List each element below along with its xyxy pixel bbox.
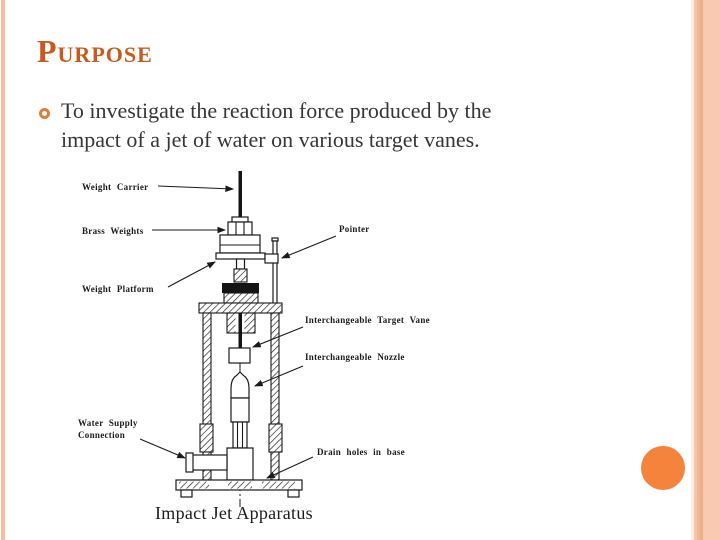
target-vane <box>228 347 251 364</box>
leader-nozzle <box>253 365 304 387</box>
base-plate <box>175 479 303 498</box>
label-water-supply-line2: Connection <box>78 430 125 440</box>
bullet-circle-icon <box>39 108 50 119</box>
slide-title: Purpose <box>37 33 153 69</box>
label-water-supply-line1: Water Supply <box>78 418 138 428</box>
leader-weight-carrier <box>157 185 235 192</box>
water-supply-pipe <box>185 447 254 481</box>
label-brass-weights: Brass Weights <box>82 226 144 236</box>
accent-circle <box>641 446 685 490</box>
leader-drain-holes <box>265 456 314 479</box>
leader-weight-platform <box>167 261 216 288</box>
leader-water-supply <box>139 438 187 459</box>
leader-pointer <box>280 235 337 259</box>
left-border-stripe <box>1 0 5 540</box>
weight-carrier-rod <box>231 171 249 223</box>
bullet-text-line: To investigate the reaction force produc… <box>61 98 492 123</box>
apparatus-diagram: Weight Carrier Brass Weights Pointer Wei… <box>78 171 430 507</box>
side-band-stripe <box>691 0 694 540</box>
bullet-text-line: impact of a jet of water on various targ… <box>61 126 480 152</box>
label-weight-platform: Weight Platform <box>82 284 154 294</box>
pointer-rod <box>264 237 279 313</box>
label-weight-carrier: Weight Carrier <box>82 182 148 192</box>
bullet-text: To investigate the reaction force produc… <box>61 97 641 154</box>
label-pointer: Pointer <box>339 224 370 234</box>
figure-caption: Impact Jet Apparatus <box>155 503 313 523</box>
side-band-stripe <box>697 0 700 540</box>
label-target-vane: Interchangeable Target Vane <box>305 315 430 325</box>
nozzle <box>230 371 250 449</box>
brass-weights <box>219 221 261 254</box>
label-drain-holes: Drain holes in base <box>317 447 405 457</box>
side-band <box>703 0 720 540</box>
side-band-stripe <box>700 0 703 540</box>
leader-target-vane <box>251 326 304 348</box>
label-nozzle: Interchangeable Nozzle <box>305 352 405 362</box>
weight-platform <box>215 252 266 283</box>
leader-lines <box>139 185 337 479</box>
side-band-stripe <box>694 0 697 540</box>
